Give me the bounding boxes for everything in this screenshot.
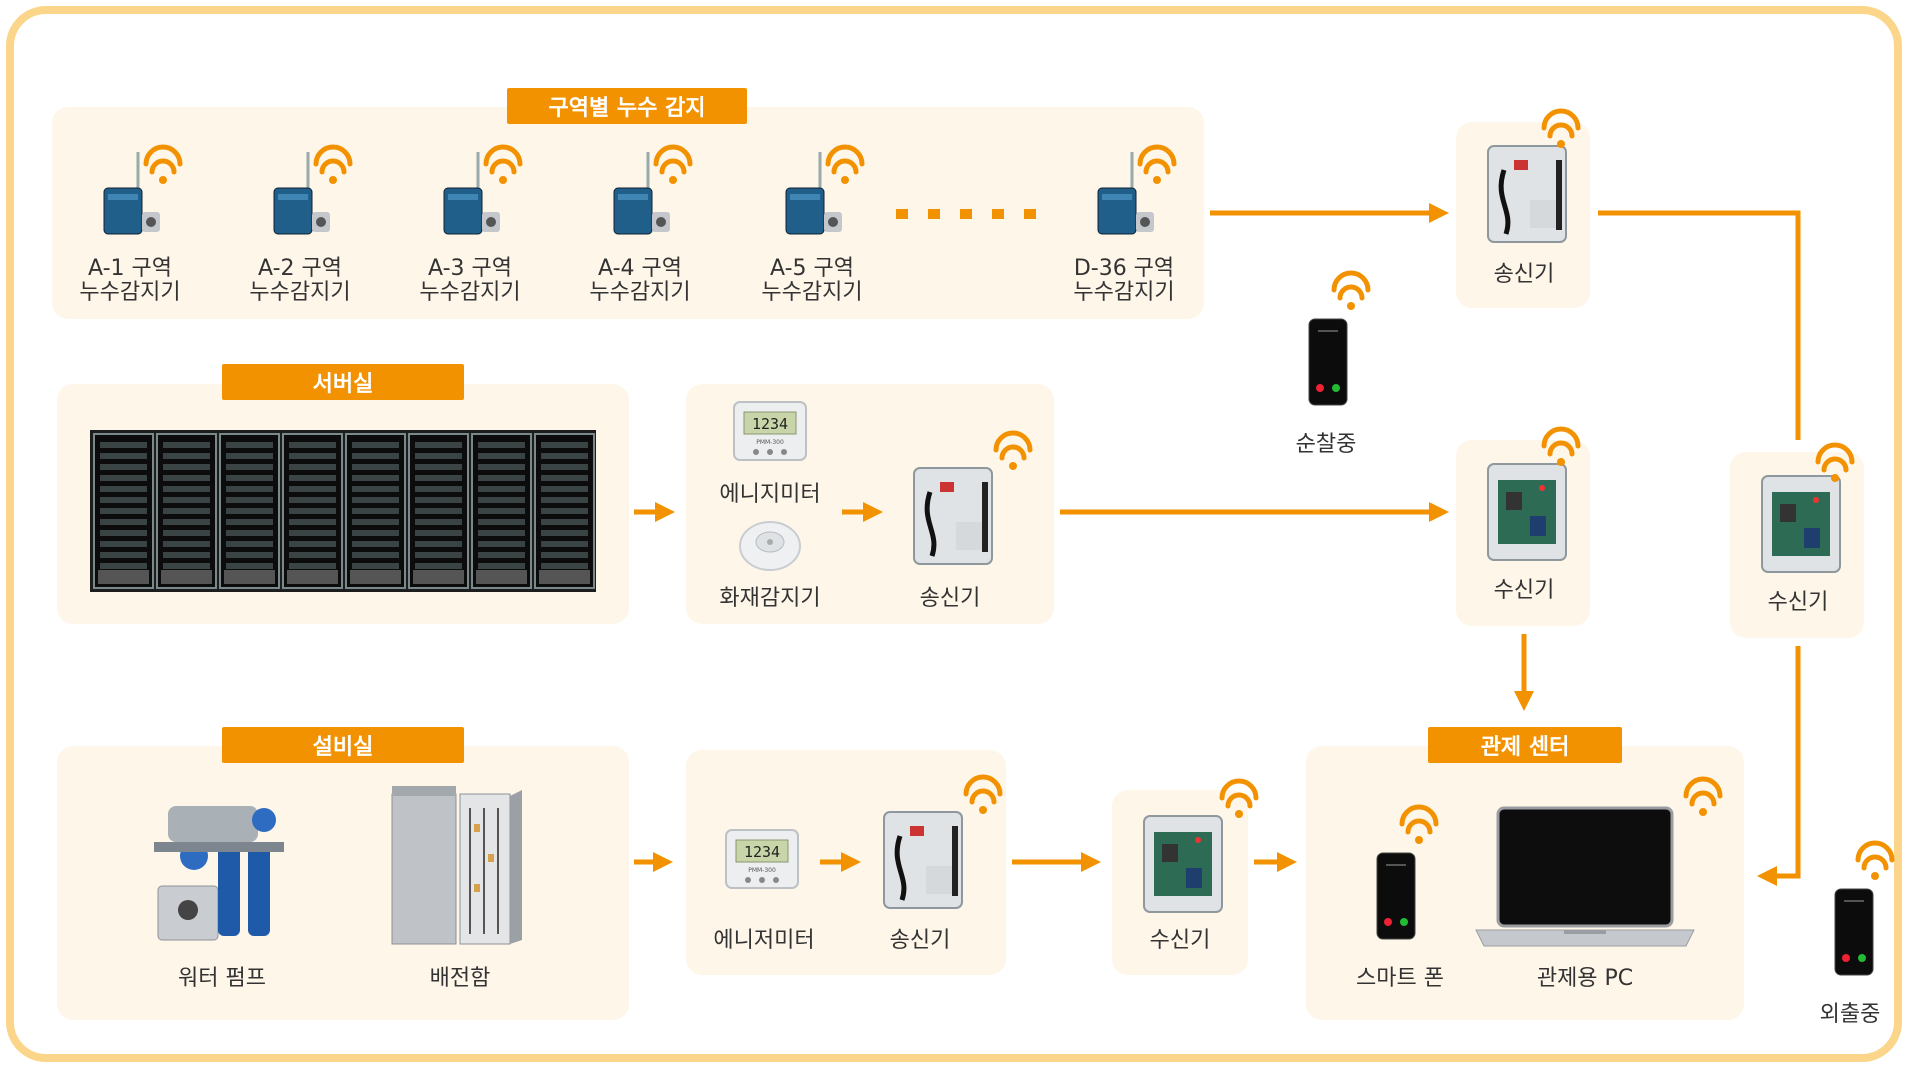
wifi-icon: [1134, 142, 1180, 188]
wifi-icon: [1812, 440, 1858, 486]
sensor-zone-label: A-3 구역: [428, 256, 512, 281]
leak-sensor-icon: [438, 150, 502, 238]
water-pump-label: 워터 펌프: [178, 966, 266, 991]
sensor-type-label: 누수감지기: [1073, 280, 1175, 305]
right-receiver-label: 수신기: [1767, 590, 1829, 615]
fire-detector-label: 화재감지기: [719, 586, 821, 611]
receiver-icon: [1758, 470, 1844, 578]
sensor-type-label: 누수감지기: [761, 280, 863, 305]
wifi-icon: [1216, 776, 1262, 822]
energy-meter-icon: 1234 PMM-300: [732, 398, 808, 464]
sensor-type-label: 누수감지기: [249, 280, 351, 305]
wifi-icon: [310, 142, 356, 188]
away-phone-label: 외출중: [1819, 1002, 1881, 1027]
server-room-title: 서버실: [222, 364, 464, 400]
smartphone-label: 스마트 폰: [1356, 966, 1444, 991]
facility-energy-meter-label: 에니저미터: [713, 928, 815, 953]
switchboard-icon: [390, 784, 524, 948]
wifi-icon: [990, 428, 1036, 474]
transmitter-icon: [910, 462, 996, 570]
receiver-icon: [1140, 810, 1226, 918]
wifi-icon: [960, 772, 1006, 818]
leak-sensor-icon: [98, 150, 162, 238]
away-phone-icon: [1834, 888, 1874, 976]
leak-sensor-icon: [1092, 150, 1156, 238]
sensor-type-label: 누수감지기: [419, 280, 521, 305]
svg-text:1234: 1234: [744, 843, 780, 861]
leak-sensor-icon: [268, 150, 332, 238]
facility-transmitter-label: 송신기: [889, 928, 951, 953]
sensor-zone-label: D-36 구역: [1073, 256, 1175, 281]
wifi-icon: [1538, 106, 1584, 152]
sensor-zone-label: A-1 구역: [88, 256, 172, 281]
sensor-zone-label: A-5 구역: [770, 256, 854, 281]
sensor-zone-label: A-4 구역: [598, 256, 682, 281]
transmitter-icon: [880, 806, 966, 914]
wifi-icon: [822, 142, 868, 188]
wifi-icon: [480, 142, 526, 188]
wifi-icon: [1396, 802, 1442, 848]
control-center-title: 관제 센터: [1428, 727, 1622, 763]
sensor-zone-label: A-2 구역: [258, 256, 342, 281]
top-transmitter-label: 송신기: [1493, 262, 1555, 287]
server-energy-meter-label: 에니지미터: [719, 482, 821, 507]
wifi-icon: [1328, 268, 1374, 314]
patrol-phone-icon: [1308, 318, 1348, 406]
server-transmitter-label: 송신기: [919, 586, 981, 611]
facility-receiver-label: 수신기: [1149, 928, 1211, 953]
facility-energy-meter-icon: 1234 PMM-300: [724, 826, 800, 892]
wifi-icon: [1680, 774, 1726, 820]
leak-sensor-icon: [608, 150, 672, 238]
wifi-icon: [650, 142, 696, 188]
server-racks: [90, 430, 596, 592]
svg-text:PMM-300: PMM-300: [748, 867, 776, 874]
transmitter-icon: [1484, 140, 1570, 248]
wifi-icon: [140, 142, 186, 188]
switchboard-label: 배전함: [429, 966, 491, 991]
svg-text:PMM-300: PMM-300: [756, 439, 784, 446]
wifi-icon: [1852, 838, 1898, 884]
control-pc-icon: [1474, 806, 1696, 950]
smartphone-icon: [1376, 852, 1416, 940]
facility-room-title: 설비실: [222, 727, 464, 763]
zone-panel-title: 구역별 누수 감지: [507, 88, 747, 124]
receiver-icon: [1484, 458, 1570, 566]
patrol-phone-label: 순찰중: [1295, 432, 1357, 457]
svg-text:1234: 1234: [752, 415, 788, 433]
leak-sensor-icon: [780, 150, 844, 238]
control-pc-label: 관제용 PC: [1536, 966, 1634, 991]
sensor-type-label: 누수감지기: [589, 280, 691, 305]
middle-receiver-label: 수신기: [1493, 578, 1555, 603]
sensor-type-label: 누수감지기: [79, 280, 181, 305]
facility-room-panel: [57, 746, 629, 1020]
fire-detector-icon: [738, 516, 802, 572]
wifi-icon: [1538, 424, 1584, 470]
water-pump-icon: [154, 786, 290, 946]
